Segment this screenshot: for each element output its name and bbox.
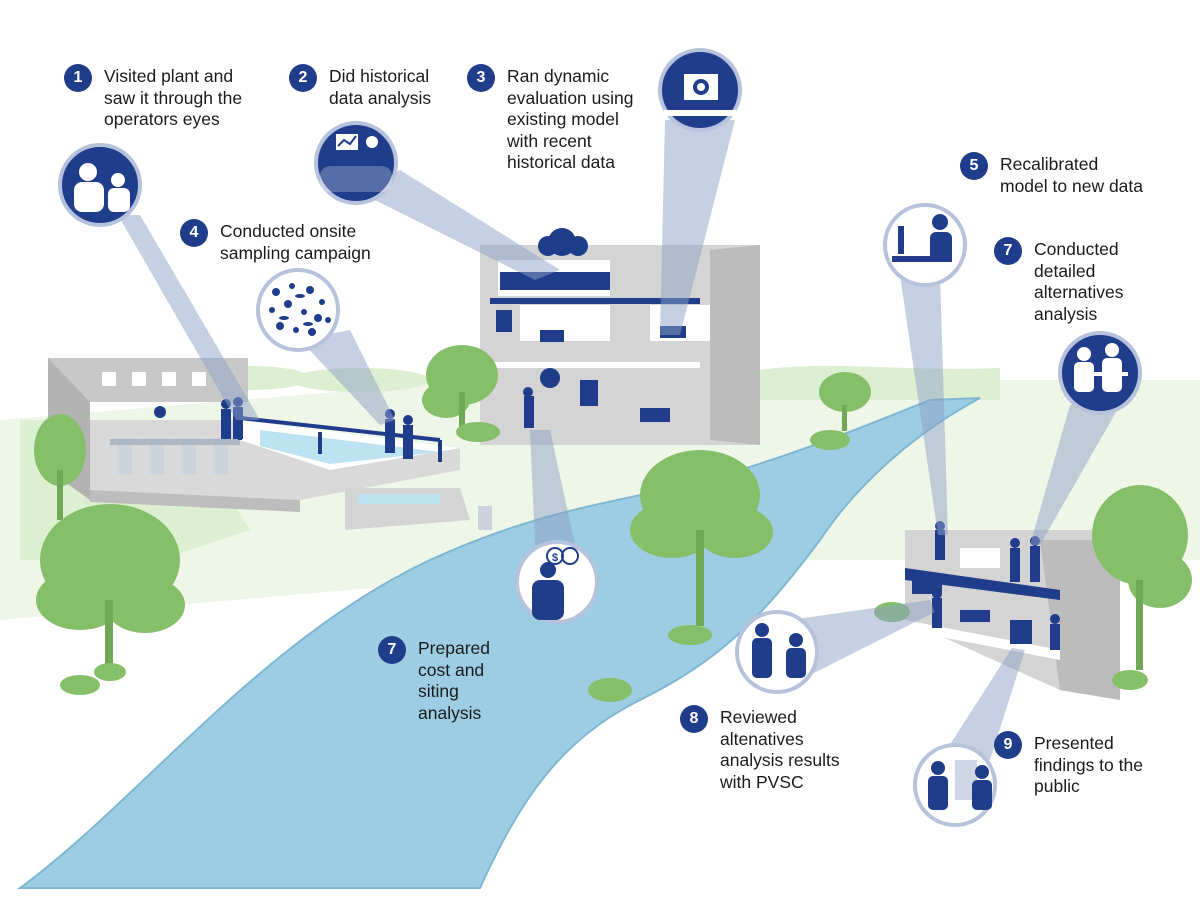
step-label: Presented findings to the public: [1034, 733, 1143, 796]
tree-far-right: [819, 372, 871, 431]
bubble-3: [658, 48, 742, 132]
callout-bubbles: $: [58, 48, 1142, 827]
dollar-symbol: $: [552, 552, 558, 564]
tree-river: [630, 450, 773, 626]
bubble-8: [735, 610, 819, 694]
step-9: 9 Presented findings to the public: [994, 731, 1143, 798]
step-number-badge: 1: [64, 64, 92, 92]
step-label: Recalibrated model to new data: [1000, 154, 1144, 196]
tree-left-large: [36, 504, 185, 670]
beam-2: [355, 170, 560, 280]
step-number-badge: 7: [994, 237, 1022, 265]
step-3: 3 Ran dynamic evaluation using existing …: [467, 64, 634, 174]
step-number-badge: 4: [180, 219, 208, 247]
beam-4: [300, 330, 395, 425]
step-number-badge: 8: [680, 705, 708, 733]
bubble-7b: $: [515, 540, 599, 624]
callout-beams: [118, 120, 1120, 760]
step-label: Visited plant and saw it through the ope…: [104, 66, 243, 129]
beam-8: [790, 600, 935, 680]
step-7-cost-siting: 7 Prepared cost and siting analysis: [378, 636, 490, 724]
step-number-badge: 2: [289, 64, 317, 92]
step-5: 5 Recalibrated model to new data: [960, 152, 1144, 197]
bubble-2: [314, 121, 398, 205]
beam-3: [660, 120, 735, 335]
trees: [34, 345, 1192, 702]
step-number-badge: 7: [378, 636, 406, 664]
step-number-badge: 5: [960, 152, 988, 180]
step-8: 8 Reviewed altenatives analysis results …: [680, 705, 840, 793]
step-label: Conducted onsite sampling campaign: [220, 221, 371, 263]
step-4: 4 Conducted onsite sampling campaign: [180, 219, 371, 264]
bubble-5: [883, 203, 967, 287]
step-2: 2 Did historical data analysis: [289, 64, 432, 109]
step-label: Did historical data analysis: [329, 66, 432, 108]
beam-5: [900, 275, 948, 535]
beam-9: [940, 648, 1025, 760]
bubble-9: [913, 743, 997, 827]
tree-right-edge: [1092, 485, 1192, 670]
step-number-badge: 9: [994, 731, 1022, 759]
step-number-badge: 3: [467, 64, 495, 92]
tree-left-small: [34, 414, 86, 520]
step-1: 1 Visited plant and saw it through the o…: [64, 64, 243, 131]
step-label: Ran dynamic evaluation using existing mo…: [507, 66, 634, 172]
bubble-7a: [1058, 331, 1142, 415]
beam-7b: [530, 430, 575, 545]
bubble-4: [256, 268, 340, 352]
step-label: Prepared cost and siting analysis: [418, 638, 490, 723]
step-label: Reviewed altenatives analysis results wi…: [720, 707, 840, 792]
beam-1: [118, 215, 260, 420]
tree-center: [422, 345, 498, 436]
beam-7a: [1030, 405, 1120, 545]
step-label: Conducted detailed alternatives analysis: [1034, 239, 1124, 324]
step-7-alternatives: 7 Conducted detailed alternatives analys…: [994, 237, 1124, 325]
bubble-1: [58, 143, 142, 227]
